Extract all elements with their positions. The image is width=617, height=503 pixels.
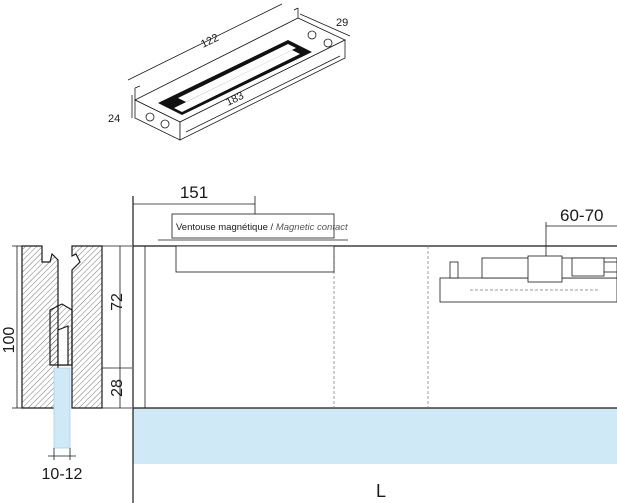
dim-28-label: 28 [109,379,126,397]
dim-151-label: 151 [180,183,208,202]
dim-24-label: 24 [108,113,120,125]
dim-72-label: 72 [109,293,126,311]
lock-mechanism [439,222,617,303]
section-dimension-lines [12,245,132,460]
dim-122-label: 122 [199,32,221,51]
glass-panel-front [133,408,617,464]
dim-100-label: 100 [1,327,18,354]
magnetic-contact-label: Ventouse magnétique / Magnetic contact [176,222,348,233]
section-view: 100 72 28 10-12 [1,245,132,483]
dim-L-label: L [376,481,386,501]
profile-section [21,245,103,409]
magnet-offset-dimension [133,196,256,214]
label-en: Magnetic contact [276,222,348,233]
glass-pane-section [53,367,71,449]
dim-60-70-label: 60-70 [560,206,603,225]
dim-29-label: 29 [336,17,348,29]
dim-10-12-label: 10-12 [42,466,83,483]
magnet-black-strip [158,40,312,115]
label-sep: / [268,222,276,233]
iso-dimension-lines [127,3,351,133]
iso-magnet-view: 122 29 24 183 [108,3,351,141]
magnet-contact-front [158,213,348,273]
label-fr: Ventouse magnétique [176,222,268,233]
front-view: 151 Ventouse magnétique / Magnetic conta… [132,183,617,503]
